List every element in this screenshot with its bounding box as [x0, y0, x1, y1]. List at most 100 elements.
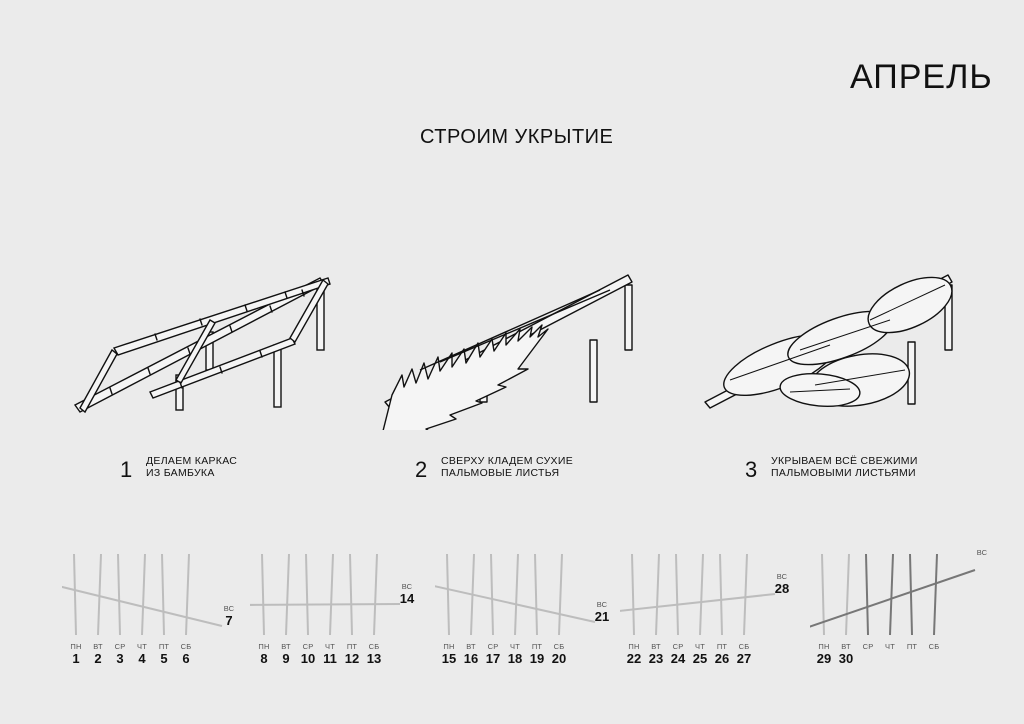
- day-stick: [329, 553, 334, 636]
- weekday-label: ВТ: [93, 642, 103, 651]
- day-stick: [845, 553, 850, 636]
- day-number: 30: [838, 651, 854, 666]
- weekday-label: СР: [114, 642, 126, 651]
- calendar-day-sunday: ВС: [971, 548, 993, 557]
- day-number: 26: [714, 651, 730, 666]
- weekday-label: ВТ: [651, 642, 661, 651]
- day-stick: [349, 553, 353, 636]
- weekday-label: ВС: [596, 600, 608, 609]
- day-stick: [373, 553, 378, 636]
- weekday-label: ПТ: [716, 642, 728, 651]
- week-lines: [435, 553, 596, 636]
- calendar-day: ПТ: [901, 642, 923, 651]
- day-stick: [719, 553, 723, 636]
- day-number: 24: [670, 651, 686, 666]
- day-number: 23: [648, 651, 664, 666]
- fresh-leaves-illustration: [704, 274, 953, 409]
- day-number: 29: [816, 651, 832, 666]
- week-lines: [250, 553, 401, 636]
- sunday-stick: [810, 569, 976, 628]
- day-stick: [117, 553, 121, 636]
- weekday-label: СР: [672, 642, 684, 651]
- day-number: 17: [485, 651, 501, 666]
- sunday-stick: [62, 585, 223, 627]
- day-stick: [97, 553, 102, 636]
- weekday-label: ПН: [628, 642, 640, 651]
- weekday-label: ВС: [776, 572, 788, 581]
- step-line-2: ПАЛЬМОВЫМИ ЛИСТЬЯМИ: [771, 467, 916, 479]
- week-lines: [62, 553, 223, 636]
- day-stick: [909, 553, 913, 636]
- day-number: 21: [594, 609, 610, 624]
- day-number: 14: [399, 591, 415, 606]
- day-number: 8: [260, 651, 268, 666]
- day-number: 6: [182, 651, 190, 666]
- day-stick: [141, 553, 146, 636]
- step-description: СВЕРХУ КЛАДЕМ СУХИЕ ПАЛЬМОВЫЕ ЛИСТЬЯ: [441, 455, 573, 479]
- day-number: 18: [507, 651, 523, 666]
- dry-leaves-illustration: [382, 274, 633, 430]
- weekday-label: ПТ: [906, 642, 918, 651]
- day-number: 16: [463, 651, 479, 666]
- calendar-day: СБ: [923, 642, 945, 651]
- week-lines: [620, 553, 776, 636]
- week-lines: [810, 553, 976, 636]
- weekday-label: ВТ: [466, 642, 476, 651]
- day-stick: [675, 553, 679, 636]
- day-stick: [446, 553, 450, 636]
- step-description: УКРЫВАЕМ ВСЁ СВЕЖИМИ ПАЛЬМОВЫМИ ЛИСТЬЯМИ: [771, 455, 918, 479]
- day-number: 20: [551, 651, 567, 666]
- sunday-stick: [250, 603, 401, 606]
- day-number: 2: [94, 651, 102, 666]
- weekday-label: ПН: [70, 642, 82, 651]
- weekday-label: СБ: [553, 642, 565, 651]
- day-number: 15: [441, 651, 457, 666]
- weekday-label: СБ: [368, 642, 380, 651]
- weekday-label: СБ: [928, 642, 940, 651]
- day-stick: [534, 553, 538, 636]
- step-line-1: УКРЫВАЕМ ВСЁ СВЕЖИМИ: [771, 455, 918, 467]
- calendar-day: ЧТ: [879, 642, 901, 651]
- day-stick: [73, 553, 77, 636]
- weekday-label: ПН: [818, 642, 830, 651]
- weekday-label: СР: [302, 642, 314, 651]
- day-number: 7: [225, 613, 233, 628]
- weekday-label: ВС: [401, 582, 413, 591]
- day-stick: [655, 553, 660, 636]
- sunday-stick: [435, 585, 596, 623]
- weekday-label: ПТ: [346, 642, 358, 651]
- day-stick: [933, 553, 938, 636]
- day-number: 10: [300, 651, 316, 666]
- day-number: 9: [282, 651, 290, 666]
- day-number: 12: [344, 651, 360, 666]
- day-number: 22: [626, 651, 642, 666]
- day-number: 5: [160, 651, 168, 666]
- day-stick: [305, 553, 309, 636]
- weekday-label: ЧТ: [325, 642, 335, 651]
- step-number: 1: [120, 457, 133, 482]
- bamboo-frame-illustration: [73, 277, 331, 414]
- weekday-label: ЧТ: [510, 642, 520, 651]
- weekday-label: ВС: [223, 604, 235, 613]
- day-stick: [865, 553, 869, 636]
